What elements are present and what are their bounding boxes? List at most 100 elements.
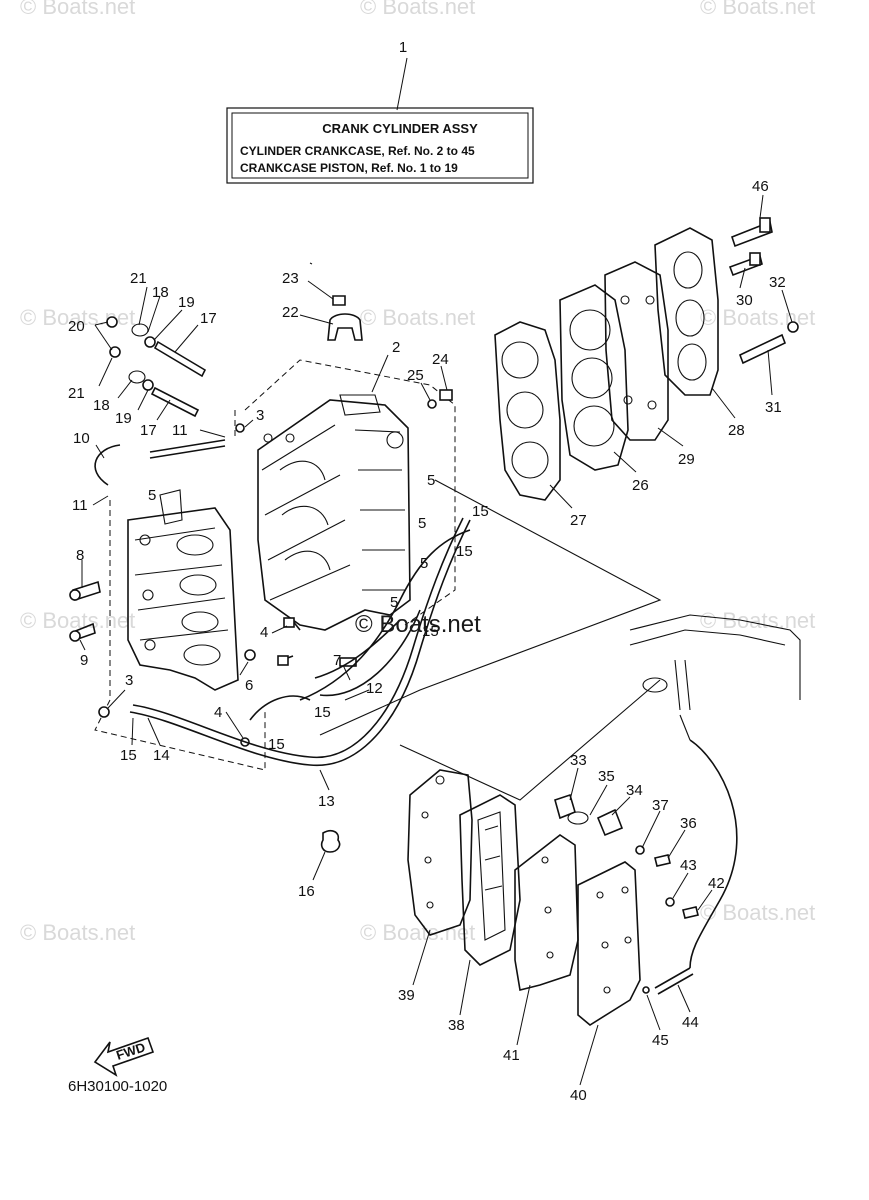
cylinder-head (559, 284, 629, 471)
callout-26: 26 (632, 477, 649, 494)
callout-16: 16 (298, 883, 315, 900)
callout-15: 15 (456, 543, 473, 560)
callout-1: 1 (399, 39, 407, 56)
callout-8: 8 (76, 547, 84, 564)
head-gasket (494, 321, 561, 501)
callout-43: 43 (680, 857, 697, 874)
callout-7: 7 (333, 652, 341, 669)
callout-2: 2 (392, 339, 400, 356)
callout-45: 45 (652, 1032, 669, 1049)
callout-18: 18 (93, 397, 110, 414)
callout-17: 17 (140, 422, 157, 439)
callout-42: 42 (708, 875, 725, 892)
callout-5: 5 (390, 594, 398, 611)
title-box-line1: CYLINDER CRANKCASE, Ref. No. 2 to 45 (240, 144, 475, 158)
callout-23: 23 (282, 270, 299, 287)
callout-5: 5 (418, 515, 426, 532)
callout-4: 4 (260, 624, 268, 641)
callout-labels: 2 3 3 4 4 5 5 5 5 5 6 7 8 9 10 11 11 12 … (68, 178, 786, 1104)
callout-15: 15 (422, 623, 439, 640)
watermark-text: © Boats.net (360, 920, 475, 945)
exhaust-outer-cover (577, 861, 641, 1026)
callout-4: 4 (214, 704, 222, 721)
callout-35: 35 (598, 768, 615, 785)
callout-27: 27 (570, 512, 587, 529)
callout-10: 10 (73, 430, 90, 447)
callout-15: 15 (472, 503, 489, 520)
exhaust-inner-gasket (407, 769, 473, 936)
mounting-bracket (629, 614, 801, 969)
thermostat-parts (554, 793, 699, 995)
callout-6: 6 (245, 677, 253, 694)
fwd-arrow: FWD (93, 1036, 155, 1077)
callout-18: 18 (152, 284, 169, 301)
callout-12: 12 (366, 680, 383, 697)
title-box-heading: CRANK CYLINDER ASSY (322, 121, 478, 136)
clip-part (320, 830, 341, 853)
callout-40: 40 (570, 1087, 587, 1104)
head-bolts (327, 217, 799, 409)
watermark-text: © Boats.net (360, 0, 475, 19)
callout-22: 22 (282, 304, 299, 321)
callout-30: 30 (736, 292, 753, 309)
callout-29: 29 (678, 451, 695, 468)
callout-21: 21 (68, 385, 85, 402)
callout-5: 5 (427, 472, 435, 489)
exhaust-outer-gasket (514, 834, 579, 991)
callout-5: 5 (148, 487, 156, 504)
watermark-layer: © Boats.net © Boats.net © Boats.net © Bo… (20, 0, 815, 945)
watermark-text: © Boats.net (700, 608, 815, 633)
callout-11: 11 (72, 497, 88, 514)
callout-36: 36 (680, 815, 697, 832)
callout-28: 28 (728, 422, 745, 439)
leader-lines (79, 194, 793, 1086)
watermark-main-text: © Boats.net (355, 611, 481, 638)
head-cover-gasket (604, 261, 669, 441)
callout-37: 37 (652, 797, 669, 814)
watermark-text: © Boats.net (360, 305, 475, 330)
watermark-text: © Boats.net (20, 920, 135, 945)
crankcase-body (127, 489, 239, 691)
callout-13: 13 (318, 793, 335, 810)
hoses (94, 439, 471, 767)
watermark-main: © Boats.net (355, 611, 481, 638)
callout-38: 38 (448, 1017, 465, 1034)
callout-21: 21 (130, 270, 147, 287)
callout-24: 24 (432, 351, 449, 368)
callout-31: 31 (765, 399, 782, 416)
watermark-text: © Boats.net (700, 0, 815, 19)
callout-19: 19 (178, 294, 195, 311)
exhaust-inner-cover (459, 794, 521, 966)
callout-39: 39 (398, 987, 415, 1004)
callout-3: 3 (125, 672, 133, 689)
callout-46: 46 (752, 178, 769, 195)
callout-32: 32 (769, 274, 786, 291)
callout-44: 44 (682, 1014, 699, 1031)
callout-14: 14 (153, 747, 170, 764)
head-cover (654, 227, 719, 396)
title-box: CRANK CYLINDER ASSY CYLINDER CRANKCASE, … (226, 57, 534, 184)
callout-11: 11 (172, 422, 188, 439)
callout-17: 17 (200, 310, 217, 327)
title-box-line2: CRANKCASE PISTON, Ref. No. 1 to 19 (240, 161, 458, 175)
callout-20: 20 (68, 318, 85, 335)
callout-5: 5 (420, 555, 428, 572)
callout-33: 33 (570, 752, 587, 769)
callout-25: 25 (407, 367, 424, 384)
callout-9: 9 (80, 652, 88, 669)
callout-15: 15 (268, 736, 285, 753)
callout-15: 15 (314, 704, 331, 721)
watermark-text: © Boats.net (20, 0, 135, 19)
callout-3: 3 (256, 407, 264, 424)
diagram-code: 6H30100-1020 (68, 1078, 167, 1095)
cylinder-block (257, 394, 411, 631)
bolts-left (69, 316, 357, 747)
callout-41: 41 (503, 1047, 520, 1064)
svg-text:1: 1 (399, 39, 407, 56)
callout-15: 15 (120, 747, 137, 764)
watermark-text: © Boats.net (700, 900, 815, 925)
callout-19: 19 (115, 410, 132, 427)
callout-34: 34 (626, 782, 643, 799)
watermark-text: © Boats.net (20, 608, 135, 633)
